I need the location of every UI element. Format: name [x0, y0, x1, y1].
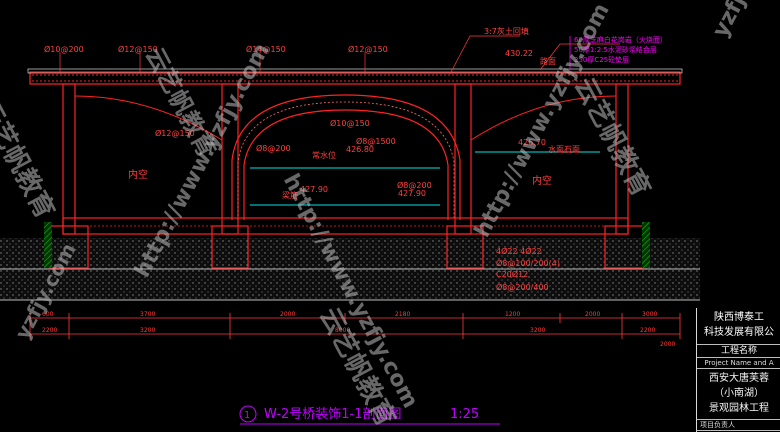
title-block: 陕西博泰工 科技发展有限公 工程名称 Project Name and A 西安…: [696, 308, 780, 432]
dim-row1-7: 3000: [642, 311, 657, 318]
rebar-label-pier: Ø8@200: [256, 143, 291, 153]
title-number: 1: [244, 410, 250, 421]
haunch-left: [74, 95, 223, 141]
road-surface-label: 路面: [540, 56, 556, 66]
pavement-layer-3: 250厚C25砼垫层: [574, 55, 629, 64]
rebar-label-top-2: Ø12@150: [118, 44, 158, 54]
haunch-right: [470, 95, 617, 141]
responsible-label: 项目负责人: [697, 420, 780, 431]
rebar-label-top-3: Ø14@150: [246, 44, 286, 54]
dim-row1-6: 2000: [585, 311, 600, 318]
elevation-inner: 427.90: [300, 185, 328, 194]
project-label-en: Project Name and A: [697, 358, 780, 369]
arch-rebar: [237, 101, 455, 220]
rebar-label-arch: Ø10@150: [330, 118, 370, 128]
title-number-circle: [239, 405, 257, 423]
foundation-note-4: Ø8@200/400: [496, 282, 549, 292]
backfill-label: 3:7灰土回填: [484, 26, 529, 36]
company-line-2: 科技发展有限公: [704, 327, 774, 338]
rebar-label-arch-right: Ø8@1500: [356, 136, 396, 146]
foundation-note-1: 4Ø22 4Ø22: [496, 246, 542, 256]
dim-row1-4: 2180: [395, 311, 410, 318]
rebar-label-beam: Ø8@200: [397, 180, 432, 190]
void-label-left: 内空: [128, 168, 148, 181]
dim-row2-5: 2200: [640, 327, 655, 334]
pier-right-hatch: [642, 222, 650, 268]
dim-row1-3: 2000: [280, 311, 295, 318]
pavement-layer-1: 60厚芝麻白花岗岩（火烧面）: [574, 35, 667, 44]
rebar-label-top-1: Ø10@200: [44, 44, 84, 54]
water-level-right-label: 水面石面: [548, 144, 580, 154]
deck-overlay: [27, 68, 683, 74]
dim-row1-1: 600: [42, 311, 54, 318]
foundation-note-2: Ø8@100/200(4): [496, 258, 560, 268]
elevation-right: 426.70: [518, 138, 546, 147]
project-line-1: 西安大唐芙蓉: [709, 373, 769, 384]
project-line-2: （小南湖）: [714, 388, 764, 399]
elevation-water: 426.80: [346, 145, 374, 154]
company-line-1: 陕西博泰工: [714, 312, 764, 323]
dim-row1-2: 3700: [140, 311, 155, 318]
dim-row2-2: 3200: [140, 327, 155, 334]
pier-center-right-footing: [446, 225, 484, 269]
project-name-cell: 西安大唐芙蓉 （小南湖） 景观园林工程: [697, 369, 780, 420]
beam-label: 梁筋: [282, 190, 298, 200]
dim-ticks: [29, 313, 681, 339]
drawing-scale: 1:25: [450, 407, 479, 422]
elevation-inner-2: 427.90: [398, 189, 426, 198]
pier-left-hatch: [44, 222, 52, 268]
project-label: 工程名称: [697, 345, 780, 358]
rebar-label-haunch: Ø12@150: [155, 128, 195, 138]
dim-row2-3: 8000: [335, 327, 350, 334]
drawing-title: W-2号桥装饰1-1剖面图: [264, 407, 402, 422]
dim-row2-1: 2200: [42, 327, 57, 334]
project-line-3: 景观园林工程: [709, 403, 769, 414]
leaders: [59, 35, 620, 75]
dim-row2-4: 3200: [530, 327, 545, 334]
dim-row1-5: 1200: [505, 311, 520, 318]
foundation-note-3: C20Ø12: [496, 269, 528, 279]
arch-outer: [231, 94, 461, 220]
deck-slab: [29, 71, 681, 85]
elevation-top: 430.22: [505, 49, 533, 58]
rebar-label-top-4: Ø12@150: [348, 44, 388, 54]
void-label-right: 内空: [532, 174, 552, 187]
water-level-label: 常水位: [312, 150, 336, 160]
company-cell: 陕西博泰工 科技发展有限公: [697, 308, 780, 345]
dim-row2-6: 2000: [660, 341, 675, 348]
pavement-layer-2: 50厚1:2.5水泥砂浆结合层: [574, 45, 657, 54]
lower-beam: [62, 217, 629, 235]
arch-inner: [243, 109, 449, 220]
